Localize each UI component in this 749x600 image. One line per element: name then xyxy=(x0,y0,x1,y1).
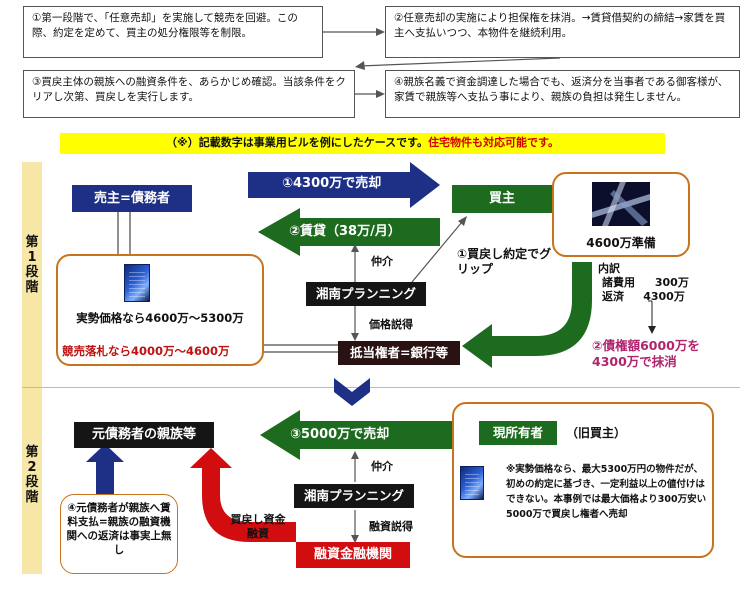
funding-arrow xyxy=(190,448,296,542)
building-photo-art xyxy=(592,182,650,226)
building-photo xyxy=(592,182,650,226)
broker-box-phase1: 湘南プランニング xyxy=(306,282,426,306)
notice-red: 住宅物件も対応可能です。 xyxy=(428,136,559,149)
broker-box-phase2: 湘南プランニング xyxy=(294,484,414,508)
phase-divider xyxy=(22,387,740,388)
notice-bar: （※）記載数字は事業用ビルを例にしたケースです。住宅物件も対応可能です。 xyxy=(60,133,665,154)
current-owner-label: 現所有者 xyxy=(479,421,557,445)
repay-arrow xyxy=(462,262,592,368)
price-persuade-label: 価格説得 xyxy=(369,318,413,331)
connector-3-4-head xyxy=(376,90,385,98)
loan-persuade-label: 融資説得 xyxy=(369,520,413,533)
breakdown-title: 内訳 xyxy=(598,262,620,275)
phase-band xyxy=(22,162,42,574)
connector-2-3 xyxy=(359,57,561,67)
breakdown-cost-value: 300万 xyxy=(654,276,689,289)
value-actual: 実勢価格なら4600万～5300万 xyxy=(76,311,244,325)
building-icon-phase1 xyxy=(124,264,150,302)
phase1-label: 第1段階 xyxy=(25,235,39,295)
breakdown-head xyxy=(648,326,656,334)
rent-arrow-phase1 xyxy=(258,208,440,256)
intermediary-label-1: 仲介 xyxy=(371,255,393,268)
step3-box: ③買戻主体の親族への融資条件を、あらかじめ確認。当該条件をクリアし次第、買戻しを… xyxy=(23,70,355,118)
sale-arrow-phase2-label: ③5000万で売却 xyxy=(290,427,390,442)
step2-box: ②任意売却の実施により担保権を抹消。→賃貸借契約の締結→家賃を買主へ支払いつつ、… xyxy=(385,6,740,58)
value-box: 実勢価格なら4600万～5300万 競売落札なら4000万～4600万 xyxy=(56,254,264,366)
sale-arrow-phase2 xyxy=(260,410,470,460)
former-buyer-label: （旧買主） xyxy=(566,426,627,440)
breakdown-repay-value: 4300万 xyxy=(643,290,685,303)
buyback-link-head-a xyxy=(458,216,467,226)
owner-note: ※実勢価格なら、最大5300万円の物件だが、初めの約定に基づき、一定利益以上の値… xyxy=(506,464,707,520)
broker1-up-head xyxy=(351,244,359,252)
repayment-box: ④元債務者が親族へ賃料支払=親族の融資機関への返済は事実上無し xyxy=(60,494,178,574)
step4-text: ④親族名義で資金調達した場合でも、返済分を当事者である御客様が、家賃で親族等へ支… xyxy=(394,76,729,103)
intermediary-label-2: 仲介 xyxy=(371,460,393,473)
lender-box: 融資金融機関 xyxy=(296,542,410,568)
rent-arrow-phase2 xyxy=(86,444,124,494)
phase2-label: 第2段階 xyxy=(25,445,39,505)
transition-chevron xyxy=(334,378,370,406)
breakdown-cost-label: 諸費用 xyxy=(602,276,635,289)
breakdown-cost-row: 諸費用 300万 xyxy=(598,276,689,290)
buyer-funds-box: 4600万準備 xyxy=(552,172,690,257)
lienholder-box: 抵当権者=銀行等 xyxy=(338,341,460,365)
broker2-up-head xyxy=(351,451,359,459)
repayment-note: ④元債務者が親族へ賃料支払=親族の融資機関への返済は事実上無し xyxy=(66,502,172,556)
buyer-box: 買主 xyxy=(452,185,552,213)
connector-2-3-head xyxy=(355,61,365,70)
connector-1-2-head xyxy=(376,28,385,36)
sale-arrow-phase1 xyxy=(248,162,440,208)
breakdown-repay-label: 返済 xyxy=(602,290,624,303)
notice-main: （※）記載数字は事業用ビルを例にしたケースです。 xyxy=(166,136,429,149)
broker2-down-head xyxy=(351,535,359,543)
buyback-funding-label: 買戻し資金融資 xyxy=(230,513,286,540)
current-owner-box: 現所有者 （旧買主） ※実勢価格なら、最大5300万円の物件だが、初めの約定に基… xyxy=(452,402,714,558)
broker1-down-head xyxy=(351,333,359,341)
value-auction: 競売落札なら4000万～4600万 xyxy=(62,344,230,358)
breakdown-block: 内訳 諸費用 300万 返済 4300万 xyxy=(598,262,689,304)
buyback-link-line xyxy=(406,221,463,289)
buyback-note: ①買戻し約定でグリップ xyxy=(457,247,552,276)
rent-arrow-phase1-label: ②賃貸（38万/月） xyxy=(289,224,401,239)
debt-cleared: ②債権額6000万を4300万で抹消 xyxy=(592,338,700,369)
step1-text: ①第一段階で、「任意売却」を実施して競売を回避。この際、約定を定めて、買主の処分… xyxy=(32,12,298,39)
buyer-funds-label: 4600万準備 xyxy=(586,236,656,250)
sale-arrow-phase1-label: ①4300万で売却 xyxy=(282,176,382,191)
step-connectors xyxy=(323,28,561,98)
seller-box: 売主=債務者 xyxy=(72,185,192,212)
step2-text: ②任意売却の実施により担保権を抹消。→賃貸借契約の締結→家賃を買主へ支払いつつ、… xyxy=(394,12,726,39)
relatives-box: 元債務者の親族等 xyxy=(74,422,214,448)
breakdown-repay-row: 返済 4300万 xyxy=(598,290,689,304)
step3-text: ③買戻主体の親族への融資条件を、あらかじめ確認。当該条件をクリアし次第、買戻しを… xyxy=(32,76,346,103)
building-icon-phase2 xyxy=(460,466,484,500)
step4-box: ④親族名義で資金調達した場合でも、返済分を当事者である御客様が、家賃で親族等へ支… xyxy=(385,70,740,118)
step1-box: ①第一段階で、「任意売却」を実施して競売を回避。この際、約定を定めて、買主の処分… xyxy=(23,6,323,58)
